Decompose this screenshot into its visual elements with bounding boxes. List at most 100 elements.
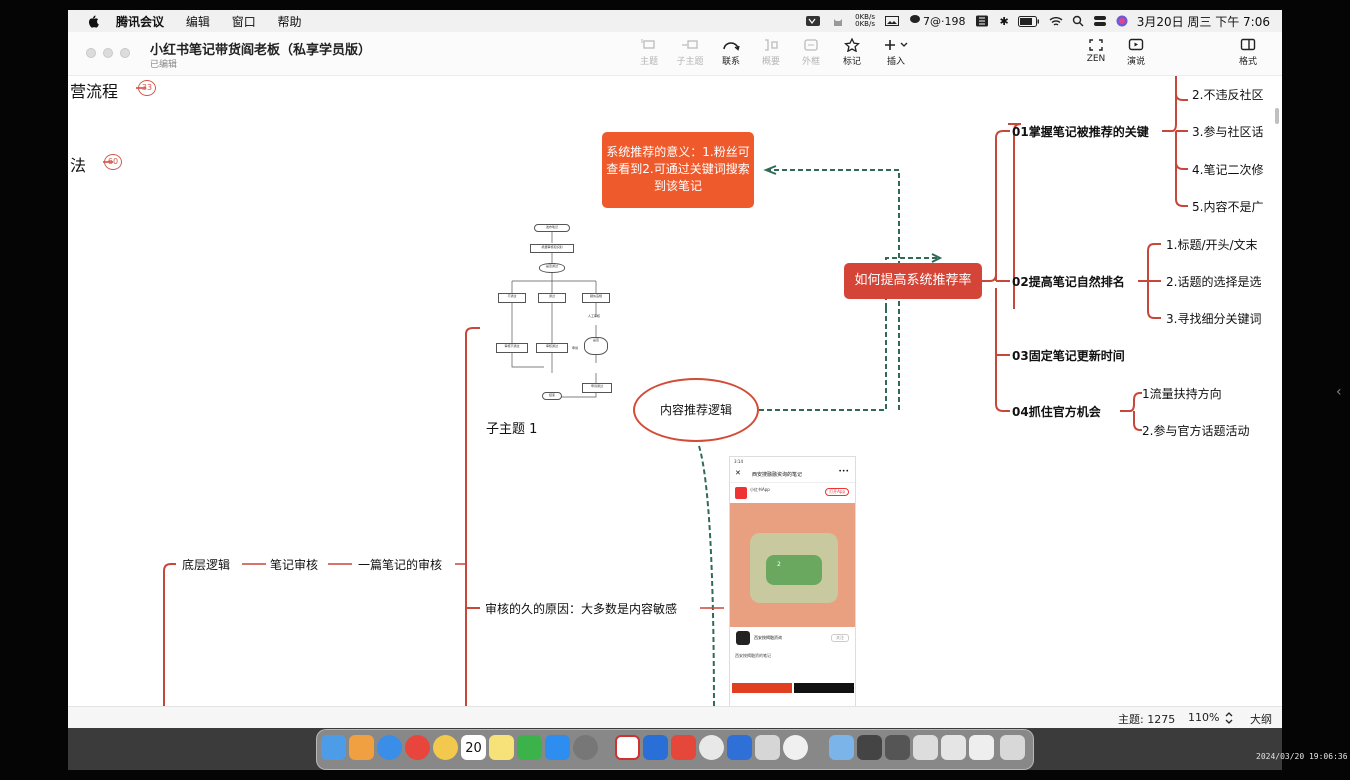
branch-01[interactable]: 01掌握笔记被推荐的关键 — [1012, 125, 1149, 139]
content-logic-topic[interactable]: 内容推荐逻辑 — [633, 378, 759, 442]
recent-window-5[interactable] — [969, 735, 994, 760]
branch-04-child-1[interactable]: 1流量扶持方向 — [1142, 387, 1222, 401]
recent-window-4[interactable] — [941, 735, 966, 760]
control-center-icon[interactable] — [1093, 15, 1107, 27]
subtopic-1[interactable]: 子主题 1 — [486, 422, 538, 437]
lark-icon[interactable] — [727, 735, 752, 760]
branch-02-child-3[interactable]: 3.寻找细分关键词 — [1166, 312, 1262, 326]
branch-01-child-4[interactable]: 4.笔记二次修 — [1192, 163, 1264, 177]
review-reason[interactable]: 审核的久的原因：大多数是内容敏感 — [485, 602, 678, 616]
recommendation-meaning-note[interactable]: 系统推荐的意义：1.粉丝可查看到2.可通过关键词搜索到该笔记 — [602, 132, 754, 208]
toolbar-insert-button[interactable]: 插入 — [876, 38, 916, 67]
wifi-icon[interactable] — [1049, 16, 1063, 27]
menu-datetime[interactable]: 3月20日 周三 下午 7:06 — [1136, 14, 1270, 29]
cat-icon[interactable] — [830, 15, 846, 27]
menu-app-name[interactable]: 腾讯会议 — [116, 14, 165, 29]
battery-icon[interactable] — [1017, 15, 1040, 27]
branch-02[interactable]: 02提高笔记自然排名 — [1012, 275, 1125, 289]
fc-review-fail: 审核不通过 — [496, 343, 528, 353]
safari-icon[interactable] — [377, 735, 402, 760]
recent-window-2[interactable] — [885, 735, 910, 760]
chain-single-review[interactable]: 一篇笔记的审核 — [358, 558, 443, 572]
recent-window-3[interactable] — [913, 735, 938, 760]
trash-icon[interactable] — [1000, 735, 1025, 760]
system-settings-icon[interactable] — [573, 735, 598, 760]
toolbar-boundary-button[interactable]: 外框 — [791, 38, 831, 67]
xhs-logo-icon — [735, 487, 747, 499]
wechat-dock-icon[interactable] — [517, 735, 542, 760]
branch-01-child-5[interactable]: 5.内容不是广 — [1192, 200, 1264, 214]
menu-window[interactable]: 窗口 — [231, 14, 256, 29]
siri-icon[interactable] — [1116, 15, 1128, 27]
topic-icon — [641, 39, 655, 49]
topic-count-badge-1[interactable]: 33 — [138, 80, 156, 96]
toolbar-subtopic-button[interactable]: 子主题 — [670, 38, 710, 67]
vertical-scrollbar[interactable] — [1275, 108, 1279, 124]
toolbar-relationship-button[interactable]: 联系 — [711, 38, 751, 67]
topic-fragment-2[interactable]: 法 — [70, 156, 87, 175]
toolbar-boundary-label: 外框 — [801, 57, 820, 67]
toolbar-summary-button[interactable]: 概要 — [751, 38, 791, 67]
chrome-icon[interactable] — [405, 735, 430, 760]
launchpad-icon[interactable] — [349, 735, 374, 760]
branch-01-child-2[interactable]: 2.不违反社区 — [1192, 88, 1264, 102]
review-flowchart-image[interactable]: 发布笔记 机器审核和识别 是否通过 不通过 通过 疑似违规 人工审核 审核不通过… — [494, 222, 618, 402]
wps-icon[interactable] — [615, 735, 640, 760]
menu-edit[interactable]: 编辑 — [185, 14, 210, 29]
search-icon[interactable] — [1072, 15, 1084, 27]
net-up: 0KB/s — [855, 13, 875, 21]
branch-02-child-2[interactable]: 2.话题的选择是选 — [1166, 275, 1262, 289]
topic-count: 主题: 1275 — [1118, 713, 1176, 726]
fc-review-ok: 审核通过 — [536, 343, 568, 353]
chain-note-review[interactable]: 笔记审核 — [270, 558, 319, 572]
quicktime-icon[interactable] — [699, 735, 724, 760]
branch-04-child-2[interactable]: 2.参与官方话题活动 — [1142, 424, 1250, 438]
outline-button[interactable]: 大纲 — [1250, 713, 1272, 726]
mindmap-canvas[interactable]: 营流程 33 法 60 系统推荐的意义：1.粉丝可查看到2.可通过关键词搜索到该… — [68, 76, 1282, 728]
close-button[interactable] — [86, 48, 96, 58]
zoom-stepper-icon[interactable] — [1225, 712, 1233, 724]
finder-icon[interactable] — [321, 735, 346, 760]
folder-icon[interactable] — [829, 735, 854, 760]
central-topic[interactable]: 如何提高系统推荐率 — [844, 263, 982, 299]
fc-decision-2: 是否 — [584, 337, 608, 355]
mail-icon[interactable] — [643, 735, 668, 760]
branch-03[interactable]: 03固定笔记更新时间 — [1012, 349, 1125, 363]
calendar-icon[interactable]: 20 — [461, 735, 486, 760]
apple-icon[interactable] — [86, 14, 100, 28]
branch-02-child-1[interactable]: 1.标题/开头/文末 — [1166, 238, 1258, 252]
wechat-status[interactable]: 7@·198 — [909, 14, 965, 28]
photos-icon[interactable] — [433, 735, 458, 760]
xmind-icon[interactable] — [671, 735, 696, 760]
bluetooth-icon[interactable]: ✱ — [999, 14, 1009, 28]
recent-window-1[interactable] — [857, 735, 882, 760]
phone-photo-tag: 2 — [777, 561, 781, 568]
toolbar-zen-button[interactable]: ZEN — [1076, 38, 1116, 64]
topic-fragment-1[interactable]: 营流程 — [70, 82, 119, 101]
branch-04[interactable]: 04抓住官方机会 — [1012, 405, 1101, 419]
recording-timestamp: 2024/03/20 19:06:36 — [1256, 752, 1348, 761]
chain-base-logic[interactable]: 底层逻辑 — [182, 558, 231, 572]
phone-follow-button: 关注 — [831, 634, 849, 642]
chevron-left-icon[interactable]: ‹ — [1336, 384, 1342, 400]
toolbar-format-button[interactable]: 格式 — [1228, 38, 1268, 67]
input-method-icon[interactable] — [974, 15, 990, 27]
topic-count-badge-2[interactable]: 60 — [104, 154, 122, 170]
notes-icon[interactable] — [489, 735, 514, 760]
tencent-meeting-icon[interactable] — [783, 735, 808, 760]
toolbar-marker-button[interactable]: 标记 — [832, 38, 872, 67]
toolbar-topic-button[interactable]: 主题 — [629, 38, 669, 67]
screen-share-icon[interactable] — [805, 15, 821, 27]
zoom-level[interactable]: 110% — [1188, 711, 1220, 724]
screen-recorder-icon[interactable] — [755, 735, 780, 760]
branch-01-child-3[interactable]: 3.参与社区话 — [1192, 125, 1264, 139]
image-icon[interactable] — [884, 15, 900, 27]
xiaohongshu-screenshot-image[interactable]: 3:14 ✕ 西安搜融融资询的笔记 ••• 小红书App 打开App — [729, 456, 856, 716]
menu-help[interactable]: 帮助 — [277, 14, 302, 29]
phone-account-name: 西安按揭融资询 — [754, 635, 782, 640]
toolbar-insert-label: 插入 — [886, 57, 905, 67]
app-store-icon[interactable] — [545, 735, 570, 760]
zoom-button[interactable] — [120, 48, 130, 58]
minimize-button[interactable] — [103, 48, 113, 58]
toolbar-present-button[interactable]: 演说 — [1116, 38, 1156, 67]
